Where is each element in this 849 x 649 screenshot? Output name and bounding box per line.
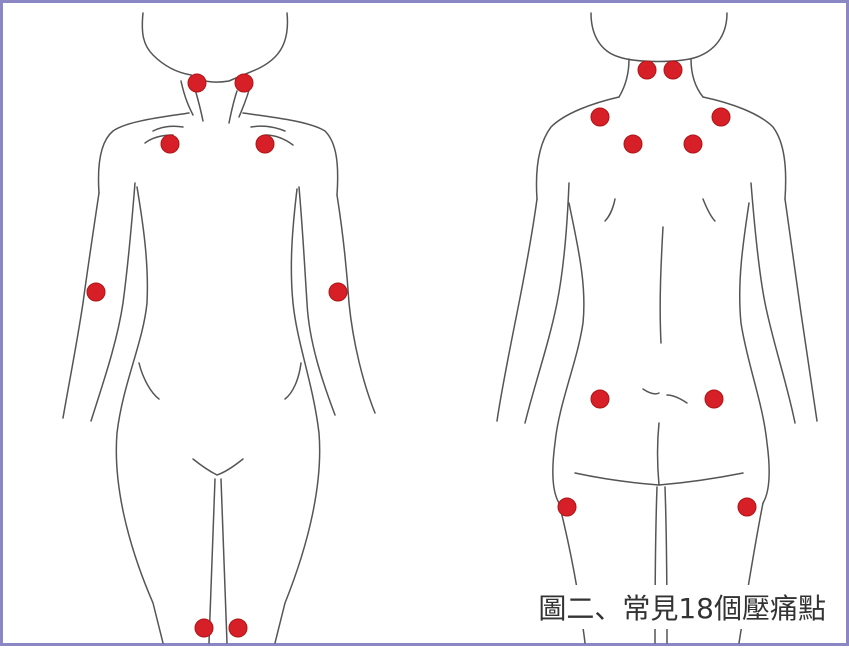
tender-point-scapula-right [684, 135, 702, 153]
tender-point-shoulder-right [712, 108, 730, 126]
back-body-outline [497, 13, 817, 643]
tender-point-hip-right [738, 498, 756, 516]
tender-point-scapula-left [624, 135, 642, 153]
figure-caption: 圖二、常見18個壓痛點 [534, 585, 830, 629]
tender-point-neck-left [188, 74, 206, 92]
tender-point-knee-right [229, 619, 247, 637]
tender-point-gluteal-left [591, 390, 609, 408]
tender-point-neck-right [235, 74, 253, 92]
tender-point-elbow-left [87, 283, 105, 301]
tender-point-chest-right [256, 135, 274, 153]
tender-point-elbow-right [329, 283, 347, 301]
tender-point-shoulder-left [591, 108, 609, 126]
front-body-outline [63, 13, 375, 643]
tender-point-gluteal-right [705, 390, 723, 408]
front-tender-points [87, 74, 347, 637]
tender-point-knee-left [195, 619, 213, 637]
tender-point-occiput-left [638, 61, 656, 79]
body-figure [3, 3, 849, 649]
tender-point-chest-left [161, 135, 179, 153]
tender-point-occiput-right [664, 61, 682, 79]
tender-point-hip-left [558, 498, 576, 516]
